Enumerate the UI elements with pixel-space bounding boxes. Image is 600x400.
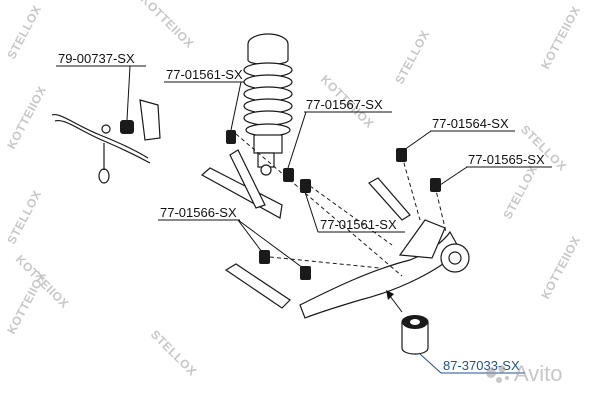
watermark-brand: STELLOX xyxy=(148,327,200,379)
watermark-brand: STELLOX xyxy=(4,3,44,62)
part-label: 77-01565-SX xyxy=(468,152,545,167)
bushings xyxy=(226,130,441,280)
bushing xyxy=(283,168,294,182)
part-label: 79-00737-SX xyxy=(58,51,135,66)
bushing xyxy=(259,250,270,264)
highlighted-part-label: 87-37033-SX xyxy=(443,358,520,373)
trailing-links xyxy=(200,149,411,309)
part-label: 77-01561-SX xyxy=(320,217,397,232)
watermark-brand: KOTTEIIOX xyxy=(138,0,197,51)
part-label: 77-01561-SX xyxy=(166,67,243,82)
avito-watermark: Avito xyxy=(486,361,563,386)
stabilizer-bushing xyxy=(120,120,134,134)
assembly-lines xyxy=(235,133,447,277)
stabilizer-bar xyxy=(51,99,161,184)
trailing-arm xyxy=(299,219,470,319)
coil-spring-strut xyxy=(243,33,293,176)
watermark-brand: KOTTEIIOX xyxy=(4,84,49,152)
part-label: 77-01566-SX xyxy=(160,205,237,220)
watermark-brand: STELLOX xyxy=(4,188,44,247)
bushing xyxy=(300,266,311,280)
bushing xyxy=(430,178,441,192)
leader-lines xyxy=(56,65,552,374)
explode-arrow xyxy=(386,290,403,313)
part-label: 77-01567-SX xyxy=(306,97,383,112)
watermark-brand: STELLOX xyxy=(500,163,540,222)
bushing xyxy=(226,130,236,144)
part-label: 77-01564-SX xyxy=(432,116,509,131)
watermark-brand: KOTTEIIOX xyxy=(538,4,583,72)
bushing xyxy=(300,179,311,193)
part-labels: 79-00737-SX 77-01561-SX 77-01567-SX 77-0… xyxy=(58,51,545,373)
watermark-brand: KOTTEIIOX xyxy=(538,234,583,302)
watermark-brand: STELLOX xyxy=(392,28,432,87)
bushing xyxy=(396,148,407,162)
rear-arm-bushing xyxy=(401,315,429,355)
avito-logo-text: Avito xyxy=(514,361,563,386)
